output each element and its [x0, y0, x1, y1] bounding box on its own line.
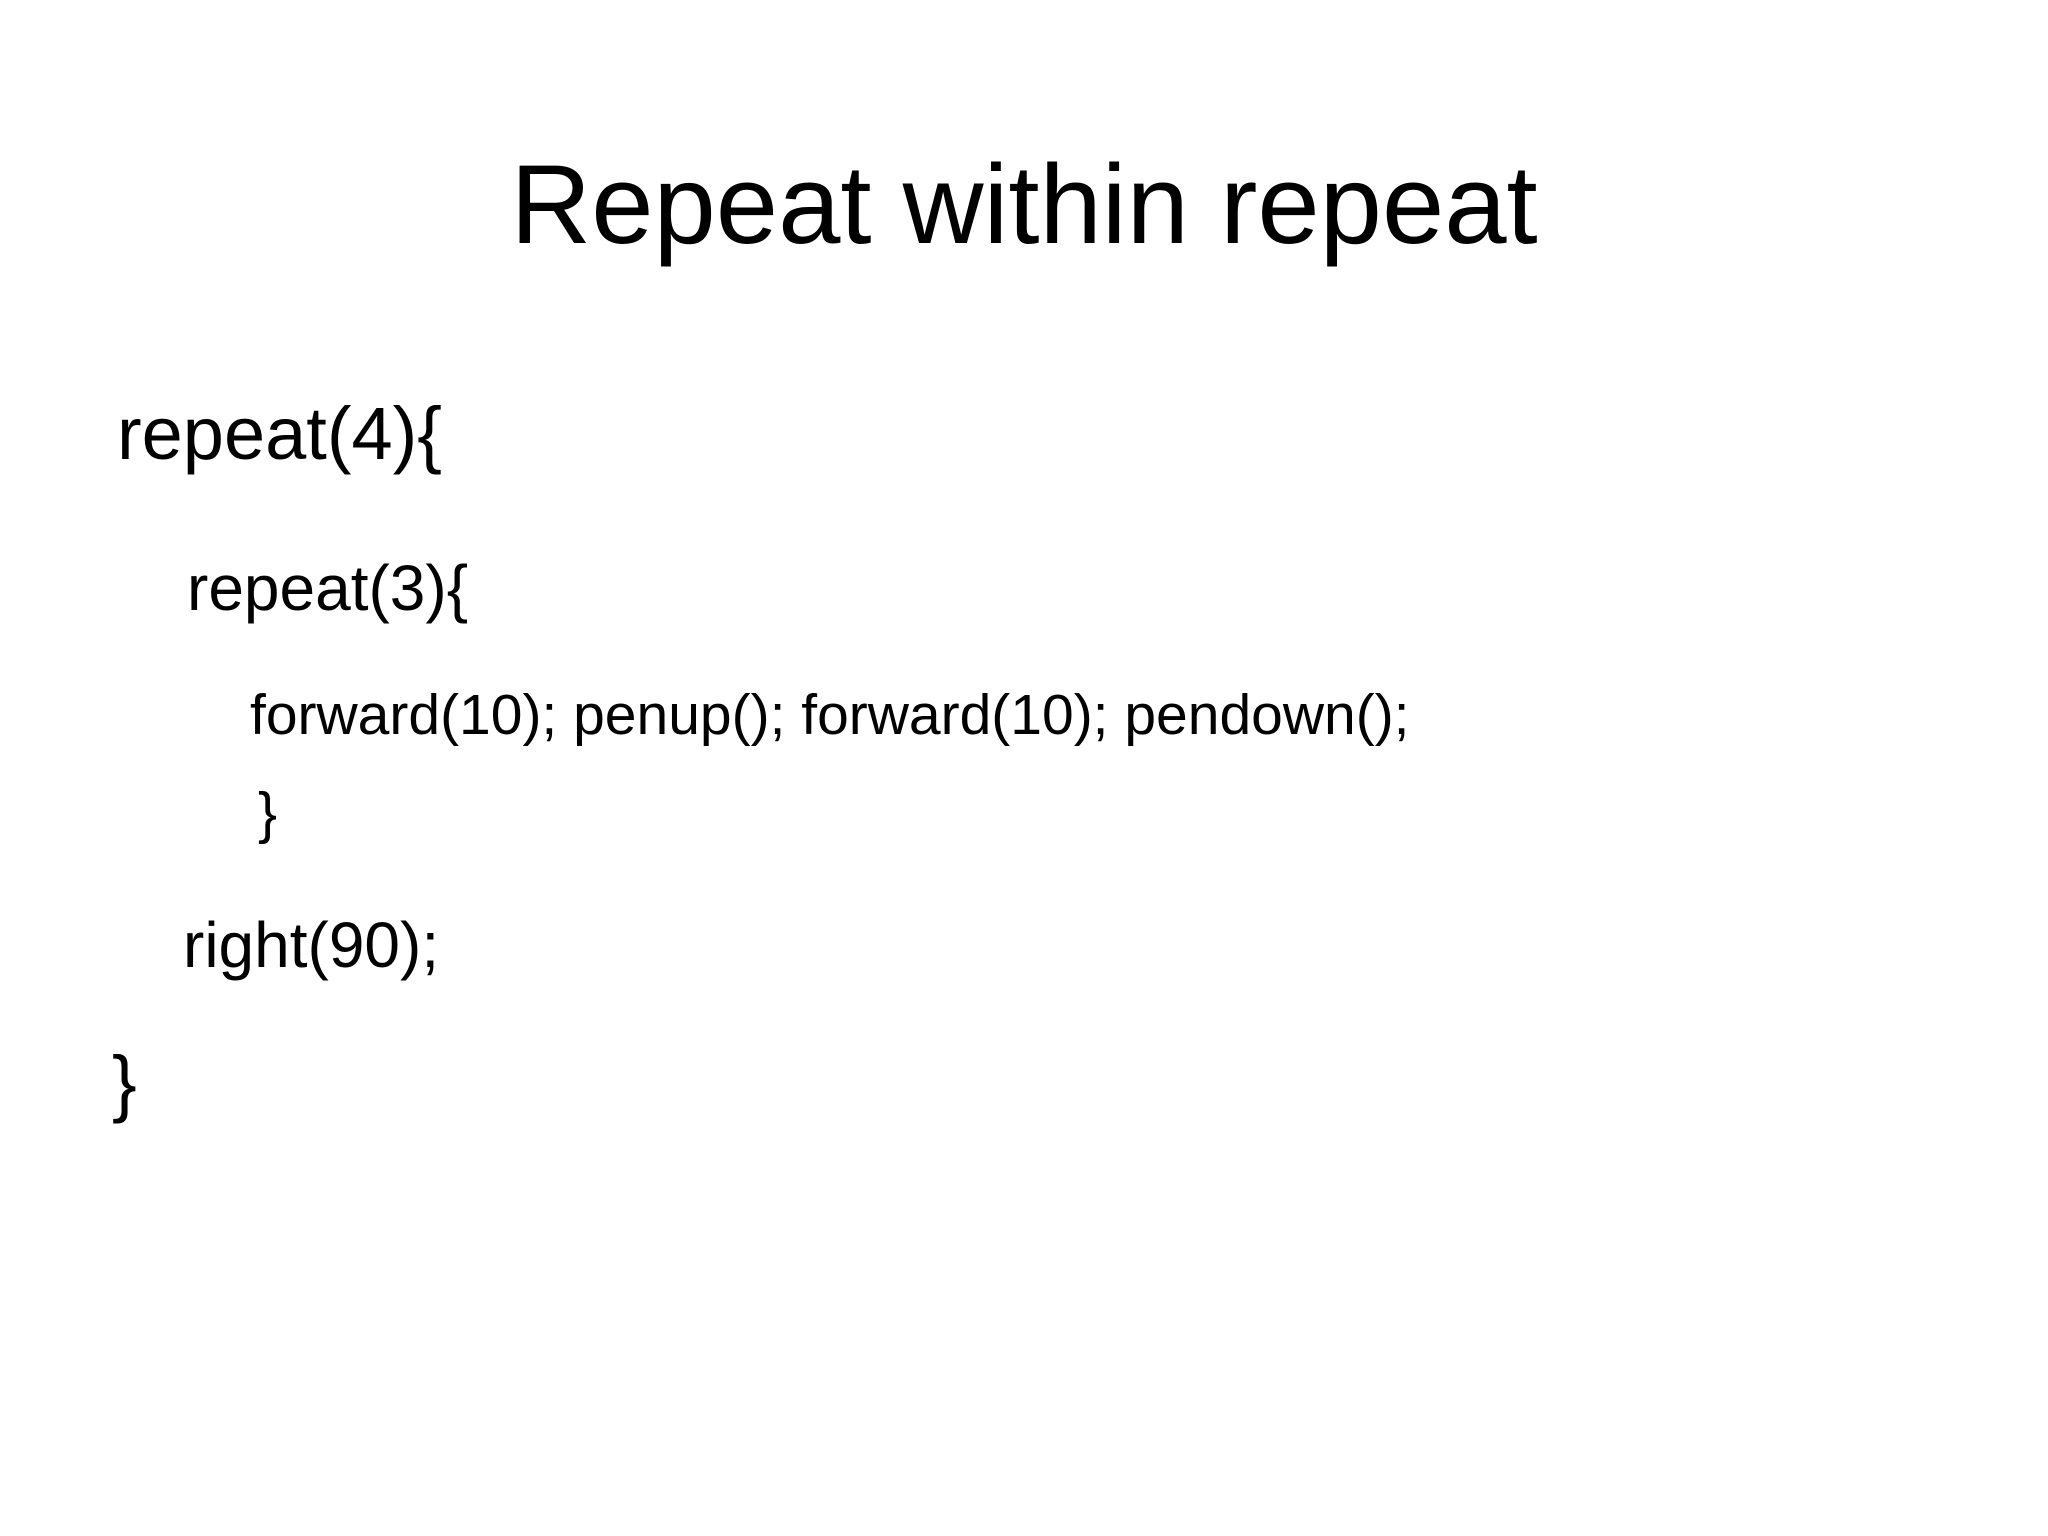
- code-line-repeat-outer: repeat(4){: [117, 392, 442, 475]
- code-line-repeat-inner: repeat(3){: [187, 552, 469, 624]
- code-line-outer-closing-brace: }: [112, 1041, 137, 1124]
- code-line-forward-statements: forward(10); penup(); forward(10); pendo…: [250, 683, 1410, 747]
- code-line-inner-closing-brace: }: [258, 781, 278, 845]
- slide-title: Repeat within repeat: [510, 142, 1538, 267]
- code-line-right-turn: right(90);: [183, 909, 440, 981]
